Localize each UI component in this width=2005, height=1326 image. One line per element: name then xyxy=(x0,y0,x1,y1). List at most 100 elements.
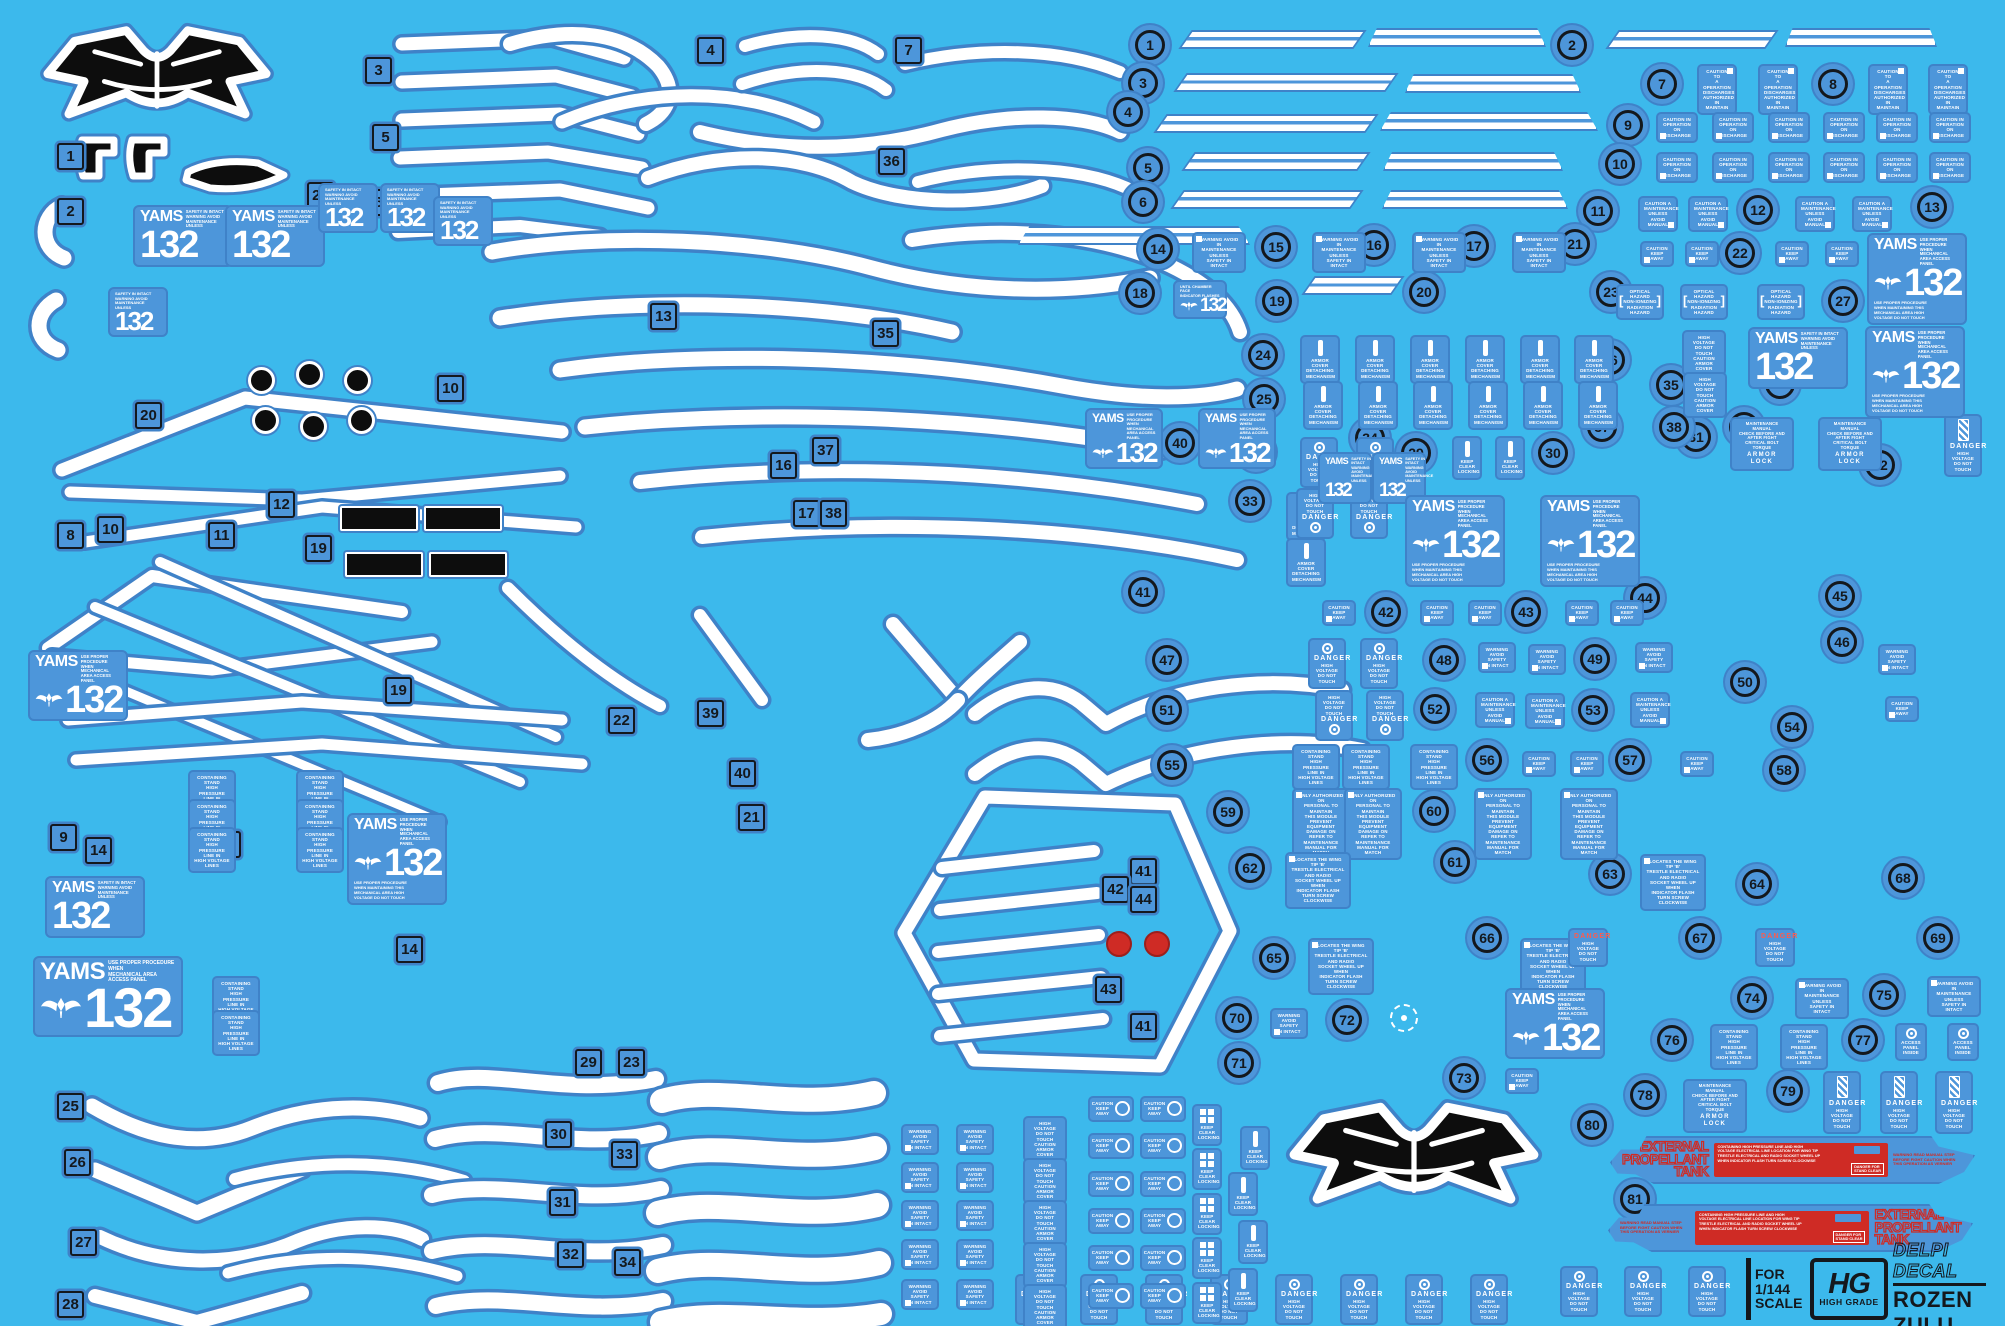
circle-number: 80 xyxy=(1577,1110,1607,1140)
stripe-decal xyxy=(1428,540,1440,548)
decal-text: HIGH VOLTAGE DO NOT TOUCH xyxy=(1951,451,1975,472)
circle-number-marker: 76 xyxy=(1652,1020,1692,1060)
decal-text: CAUTION IN OPERATION ON DISCHARGE xyxy=(1882,157,1912,178)
circle-number: 52 xyxy=(1420,694,1450,724)
black-bar-decal xyxy=(345,552,423,577)
square-icon xyxy=(1564,792,1570,798)
decal-text: HIGH VOLTAGE DO NOT TOUCH CAUTION ARMOR … xyxy=(1033,1205,1057,1242)
decal-text: CONTAINING HIGH PRESSURE LINE AND HIGH V… xyxy=(1717,1144,1821,1163)
circle-number: 41 xyxy=(1128,577,1158,607)
circle-number-marker: 47 xyxy=(1147,640,1187,680)
warning-avoid-safety-decal: WARNING AVOID SAFETY IN INTACT xyxy=(956,1162,994,1193)
yams-name: YAMS xyxy=(1379,456,1403,466)
square-icon xyxy=(1555,718,1561,725)
yams-note: SAFETY IN INTACT WARNING AVOID MAINTENAN… xyxy=(277,209,316,229)
stripe-decal xyxy=(84,1098,428,1147)
square-icon xyxy=(1614,615,1620,622)
stripe-decal xyxy=(646,1251,891,1283)
striped-bar-decal xyxy=(1380,112,1598,131)
caution-keep-away-circle-decal: CAUTION KEEP AWAY xyxy=(1140,1245,1186,1271)
warning-avoid-safety-decal: WARNING AVOID SAFETY IN INTACT xyxy=(901,1162,939,1193)
stripe-decal xyxy=(899,46,1126,78)
scale-word: SCALE xyxy=(1755,1295,1803,1312)
decal-text: CAUTION IN OPERATION ON DISCHARGE xyxy=(1829,157,1859,178)
danger-label: DANGER xyxy=(1366,655,1404,662)
decal-text: HIGH VOLTAGE DO NOT TOUCH CAUTION ARMOR … xyxy=(1033,1121,1057,1158)
circle-number: 55 xyxy=(1157,750,1187,780)
square-icon xyxy=(1689,256,1695,263)
square-number-marker: 35 xyxy=(872,320,899,347)
circle-icon xyxy=(1167,1288,1183,1304)
bar-icon xyxy=(1250,1225,1256,1241)
square-number-marker: 43 xyxy=(1095,976,1122,1003)
circle-number-marker: 22 xyxy=(1720,233,1760,273)
square-number-marker: 2 xyxy=(57,198,84,225)
caution-keep-away-circle-decal: CAUTION KEEP AWAY xyxy=(1088,1133,1134,1159)
decal-text: HIGH VOLTAGE DO NOT TOUCH xyxy=(1367,663,1391,684)
stripe-decal xyxy=(70,738,588,770)
caution-row: CAUTION KEEP AWAY xyxy=(1092,1138,1131,1154)
scale-label: FOR 1/144 SCALE xyxy=(1746,1258,1805,1320)
wing-tip-note-decal: LOCATES THE WING TIP 'B' TRESTLE ELECTRI… xyxy=(1640,854,1706,911)
yams-header: SAFETY IN INTACT WARNING AVOID MAINTENAN… xyxy=(440,200,486,219)
circle-number: 6 xyxy=(1128,187,1158,217)
keep-clear-locking-bar-decal: KEEP CLEAR LOCKING xyxy=(1240,1126,1270,1170)
square-icon xyxy=(1829,256,1835,263)
yams-header: SAFETY IN INTACT WARNING AVOID MAINTENAN… xyxy=(115,291,161,310)
decal-text: ARMOR COVER DETACHING MECHANISM xyxy=(1471,358,1501,379)
circle-number: 81 xyxy=(1620,1184,1650,1214)
circle-number-marker: 20 xyxy=(1404,272,1444,312)
caution-keep-away-circle-decal: CAUTION KEEP AWAY xyxy=(1088,1208,1134,1234)
square-number-marker: 10 xyxy=(97,516,124,543)
square-icon xyxy=(1660,717,1666,724)
scale-for: FOR xyxy=(1755,1265,1785,1282)
square-number-marker: 23 xyxy=(618,1049,645,1076)
yams-number: 132 xyxy=(84,976,173,1039)
square-icon xyxy=(905,1220,911,1227)
square-icon xyxy=(1274,1028,1280,1035)
optical-hazard-decal: OPTICAL HAZARD NON-IONIZING RADIATION HA… xyxy=(1757,284,1805,320)
stripe-decal xyxy=(1883,369,1889,379)
decal-text: HIGH VOLTAGE DO NOT TOUCH xyxy=(1576,941,1600,962)
circle-number: 65 xyxy=(1259,943,1289,973)
circle-number-marker: 62 xyxy=(1230,848,1270,888)
wing-emblem-icon xyxy=(1874,276,1902,291)
square-number-marker: 30 xyxy=(545,1121,572,1148)
yams-number: 132 xyxy=(115,306,154,337)
caution-row: CAUTION KEEP AWAY xyxy=(1144,1213,1183,1229)
stripe-decal xyxy=(693,110,1127,154)
decal-text: ONLY AUTHORIZED ON PERSONAL TO MAINTAIN … xyxy=(1566,793,1612,855)
square-icon xyxy=(1684,766,1690,773)
wing-tip-note-decal: LOCATES THE WING TIP 'B' TRESTLE ELECTRI… xyxy=(1285,852,1351,909)
circle-number: 68 xyxy=(1888,863,1918,893)
caution-maintenance-decal: CAUTION A MAINTENANCE UNLESS AVOID MANUA… xyxy=(1638,196,1679,232)
caution-keep-away-circle-decal: CAUTION KEEP AWAY xyxy=(1140,1133,1186,1159)
yams-132-decal: SAFETY IN INTACT WARNING AVOID MAINTENAN… xyxy=(433,196,493,247)
circle-number: 19 xyxy=(1262,286,1292,316)
caution-keep-away-decal: CAUTION KEEP AWAY xyxy=(1565,600,1599,626)
armor-cover-detaching-decal: ARMOR COVER DETACHING MECHANISM xyxy=(1355,335,1395,384)
stripe-decal xyxy=(968,676,1349,731)
yams-note: USE PROPER PROCEDURE WHEN MECHANICAL ARE… xyxy=(399,817,430,847)
square-icon xyxy=(1825,221,1831,228)
decal-text: CAUTION KEEP AWAY xyxy=(1426,605,1448,621)
decal-text: WARNING AVOID IN MAINTENANCE UNLESS SAFE… xyxy=(1934,981,1974,1012)
target-icon xyxy=(1573,1271,1585,1282)
circle-icon xyxy=(1167,1176,1183,1192)
keep-clear-locking-bar-decal: KEEP CLEAR LOCKING xyxy=(1238,1220,1268,1264)
dial-icon xyxy=(1390,1004,1418,1032)
stripe-decal xyxy=(367,865,369,871)
yams-name: YAMS xyxy=(1205,411,1237,425)
decal-text: HIGH VOLTAGE DO NOT TOUCH xyxy=(1322,695,1346,716)
decal-text: WARNING AVOID IN MAINTENANCE UNLESS SAFE… xyxy=(1319,237,1359,268)
yams-name: YAMS xyxy=(140,208,183,225)
